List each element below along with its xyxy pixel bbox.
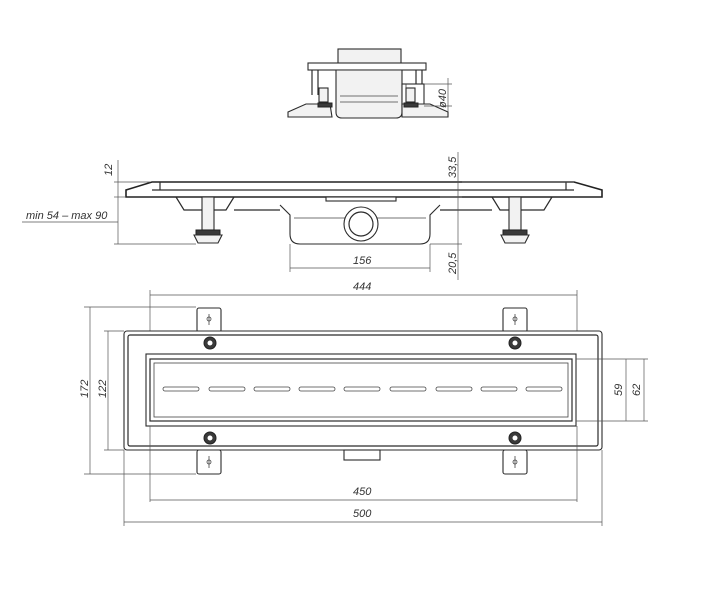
screw-top-left <box>203 336 217 350</box>
dim-grate-width: 59 <box>613 384 625 396</box>
end-view: ø40 <box>287 48 452 119</box>
dim-width-outer: 172 <box>79 380 91 398</box>
dim-sump-width: 156 <box>353 255 372 267</box>
dim-adjust-range: min 54 – max 90 <box>26 210 108 222</box>
screw-top-right <box>508 336 522 350</box>
dim-outlet-height: 20,5 <box>447 252 459 275</box>
dim-width-inner: 122 <box>97 380 109 398</box>
bracket-bottom-right <box>502 449 528 475</box>
bracket-bottom-left <box>196 449 222 475</box>
screw-bottom-left <box>203 431 217 445</box>
dim-outlet-diameter: ø40 <box>437 88 449 108</box>
screw-bottom-right <box>508 431 522 445</box>
bracket-top-right <box>502 307 528 333</box>
dim-height: 12 <box>103 164 115 176</box>
plan-view: 444 <box>79 281 648 526</box>
bracket-top-left <box>196 307 222 333</box>
dim-overall-length: 500 <box>353 508 372 520</box>
dim-overall-top: 444 <box>353 281 371 293</box>
dim-channel-width: 62 <box>631 384 643 396</box>
dim-channel-length: 450 <box>353 486 372 498</box>
grate-slots <box>162 386 563 392</box>
side-view: 12 min 54 – max 90 33,5 20,5 156 <box>22 152 603 280</box>
dim-body-height: 33,5 <box>447 156 459 178</box>
